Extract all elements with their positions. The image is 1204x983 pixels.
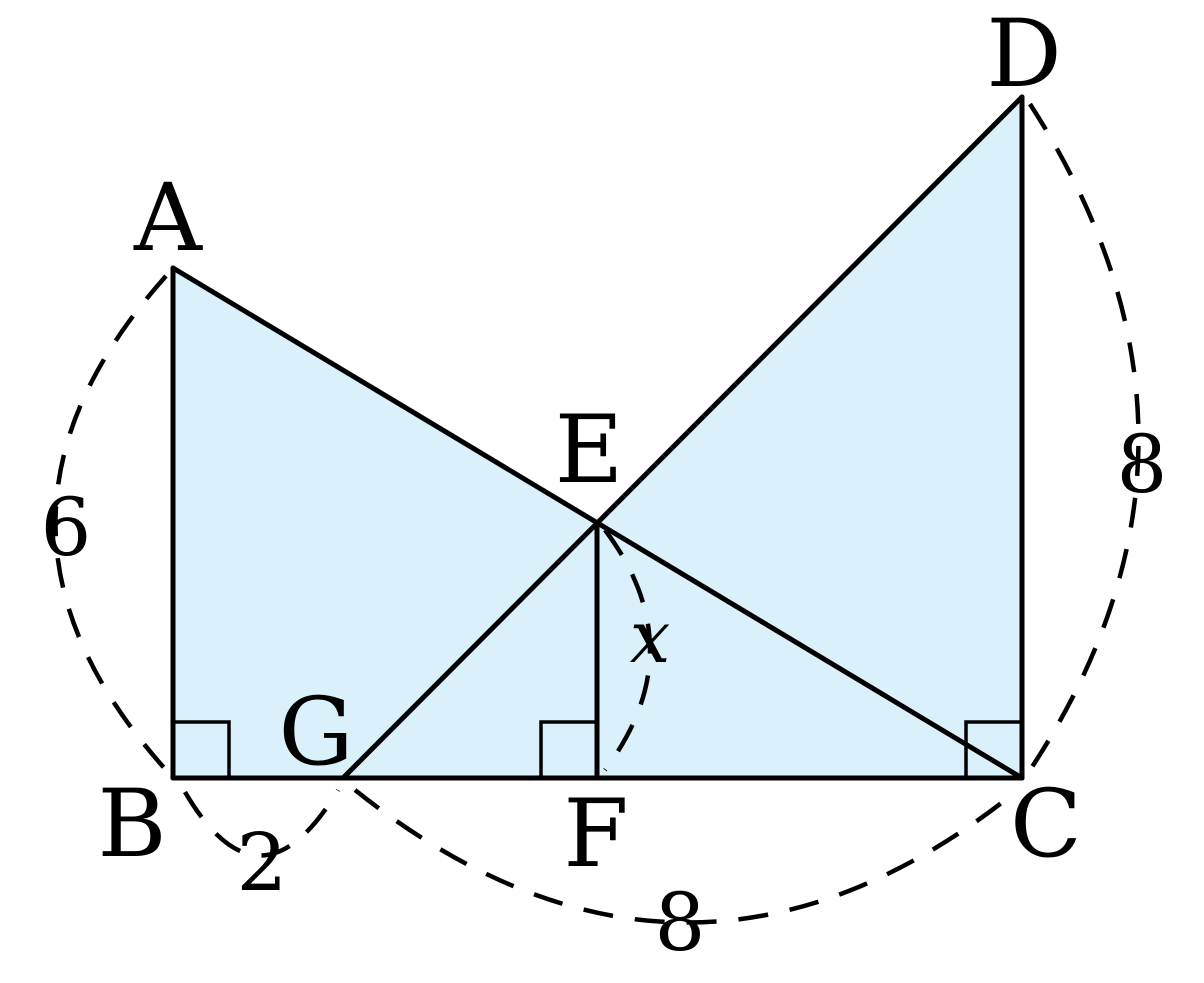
arc-dc [1028, 102, 1141, 772]
arc-ef [603, 528, 653, 772]
measure-ab: 6 [41, 481, 92, 574]
arc-gc [353, 788, 1020, 925]
label-b: B [97, 770, 166, 879]
arc-ab [53, 274, 168, 772]
label-g: G [278, 678, 353, 787]
measure-gc: 8 [655, 876, 706, 969]
label-f: F [563, 780, 628, 889]
label-e: E [555, 396, 624, 505]
label-c: C [1010, 770, 1082, 879]
label-d: D [986, 0, 1061, 109]
arc-bg [183, 788, 340, 858]
measure-ef: x [630, 595, 671, 679]
label-a: A [133, 164, 203, 273]
measure-bg: 2 [237, 816, 288, 909]
measure-dc: 8 [1117, 418, 1168, 511]
segment-dg [340, 94, 1025, 781]
